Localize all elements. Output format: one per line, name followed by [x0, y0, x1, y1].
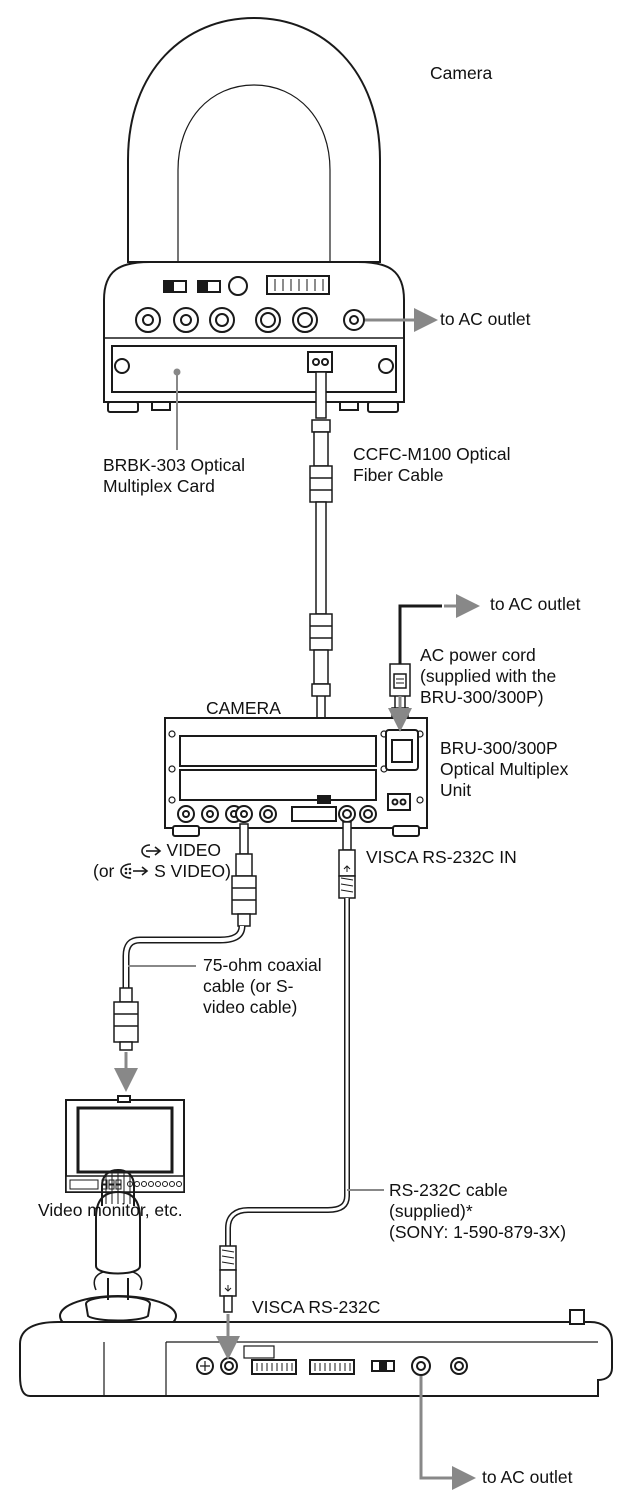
label-controller-ac-outlet: to AC outlet: [482, 1467, 573, 1487]
camera-indicator: [228, 276, 248, 296]
camera-dome: [127, 16, 381, 263]
brbk-leader-dot: [173, 368, 181, 376]
monitor-screen: [76, 1106, 174, 1174]
label-camera-ac-outlet: to AC outlet: [440, 309, 531, 329]
controller-dip-switch-2: [309, 1359, 355, 1375]
label-camera: Camera: [430, 63, 493, 83]
camera-dip-switches: [266, 275, 330, 295]
joystick-shaft: [107, 1278, 129, 1300]
label-bru-ac-outlet: to AC outlet: [490, 594, 581, 614]
label-video-monitor: Video monitor, etc.: [38, 1200, 183, 1220]
remote-controller: [19, 1168, 613, 1397]
label-brbk-303: BRBK-303 Optical Multiplex Card: [103, 455, 246, 496]
joystick-collar: [84, 1295, 152, 1322]
s-video-output-icon: [120, 863, 149, 879]
brbk-303-card-slot: [111, 345, 397, 393]
controller-dip-switch-1: [251, 1359, 297, 1375]
controller-ac-arrow: [419, 1376, 476, 1490]
label-camera-port: CAMERA: [206, 698, 281, 718]
label-visca-rs232c-in: VISCA RS-232C IN: [366, 847, 517, 867]
rs-232c-cable: [219, 821, 356, 1313]
bru-dip-switch: [291, 806, 337, 822]
camera-switch-1: [163, 280, 187, 293]
label-ac-power-cord: AC power cord (supplied with the BRU-300…: [420, 645, 557, 707]
bru-slot-1: [179, 735, 377, 767]
video-monitor: [65, 1095, 185, 1193]
camera-switch-2: [197, 280, 221, 293]
video-output-icon: [140, 844, 161, 858]
label-ccfc-m100: CCFC-M100 Optical Fiber Cable: [353, 444, 511, 485]
label-bru-300: BRU-300/300P Optical Multiplex Unit: [440, 738, 569, 800]
coaxial-cable: [113, 823, 257, 1051]
bru-slot-2: [179, 769, 377, 801]
label-visca-rs232c: VISCA RS-232C: [252, 1297, 381, 1317]
bru-300-unit: [164, 717, 428, 837]
connection-arrows: [114, 308, 480, 1490]
camera-dome-inner: [177, 84, 331, 262]
label-rs232c-cable: RS-232C cable (supplied)* (SONY: 1-590-8…: [389, 1180, 567, 1242]
leader-lines: [128, 372, 384, 1191]
label-video-output: VIDEO (or S VIDEO): [93, 840, 231, 881]
camera-device: [103, 16, 405, 413]
label-coaxial-cable: 75-ohm coaxial cable (or S- video cable): [203, 955, 322, 1017]
bru-optical-port: [387, 793, 411, 811]
